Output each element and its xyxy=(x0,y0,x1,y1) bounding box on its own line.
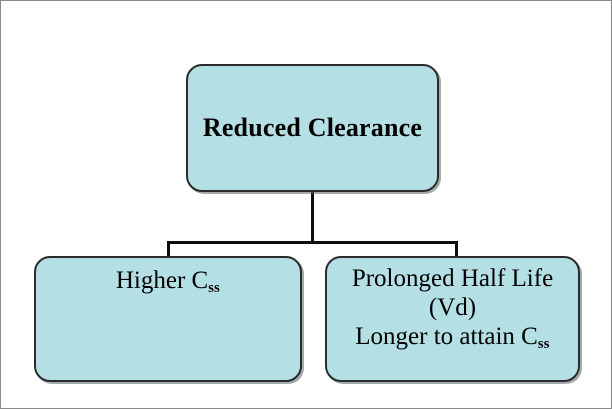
connector-stem-vertical xyxy=(311,190,314,244)
node-prolonged-half-life[interactable]: Prolonged Half Life (Vd)Longer to attain… xyxy=(325,256,580,382)
node-higher-css-label: Higher Css xyxy=(116,258,220,296)
node-higher-css-text: Higher C xyxy=(115,267,209,294)
node-prolonged-half-life-label: Prolonged Half Life (Vd)Longer to attain… xyxy=(352,258,553,355)
connector-drop-left xyxy=(167,241,170,259)
node-prolonged-half-life-line2: (Vd) xyxy=(428,294,477,321)
node-higher-css[interactable]: Higher Css xyxy=(34,256,302,382)
node-prolonged-half-life-line3: Longer to attain C xyxy=(355,323,538,350)
connector-bar-horizontal xyxy=(167,241,458,244)
node-prolonged-half-life-line1: Prolonged Half Life xyxy=(351,265,554,292)
node-reduced-clearance[interactable]: Reduced Clearance xyxy=(186,64,439,192)
connector-drop-right xyxy=(455,241,458,259)
node-higher-css-subscript: ss xyxy=(208,279,221,296)
node-reduced-clearance-label: Reduced Clearance xyxy=(202,112,423,142)
node-prolonged-half-life-subscript: ss xyxy=(537,335,550,352)
